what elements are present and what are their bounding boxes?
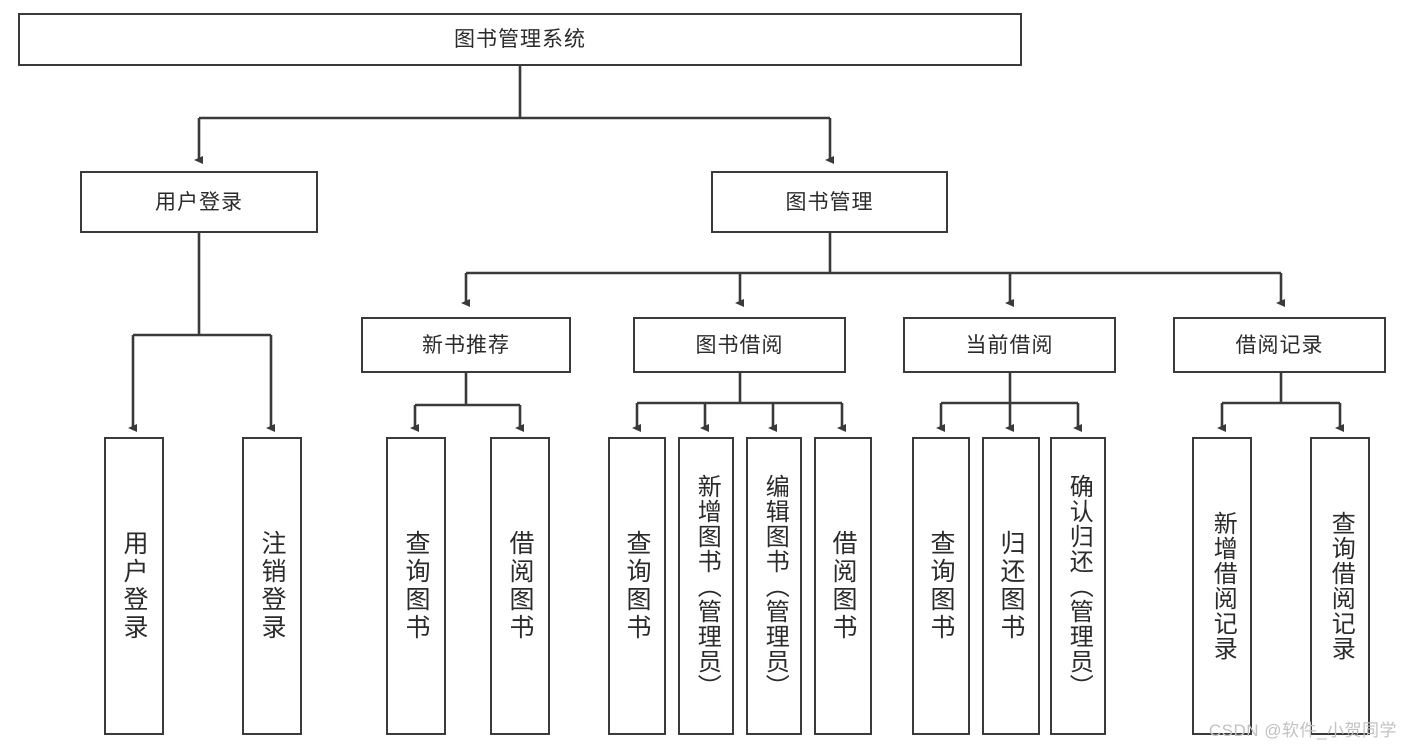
node-book-borrow-label: 图书借阅 xyxy=(695,333,784,357)
leaf-add-book-label: 新增图书（管理员） xyxy=(693,473,721,699)
node-borrow-record[interactable]: 借阅记录 xyxy=(1173,317,1386,373)
node-new-book-recommend-label: 新书推荐 xyxy=(422,333,510,357)
leaf-borrow-book-2-label: 借阅图书 xyxy=(829,530,857,642)
node-borrow-record-label: 借阅记录 xyxy=(1235,333,1324,357)
leaf-query-book-2[interactable]: 查询图书 xyxy=(608,437,666,735)
leaf-add-record-label: 新增借阅记录 xyxy=(1209,511,1237,661)
node-user-login-label: 用户登录 xyxy=(155,190,243,214)
leaf-user-login-label: 用户登录 xyxy=(120,530,148,642)
leaf-borrow-book-1[interactable]: 借阅图书 xyxy=(490,437,550,735)
node-user-login[interactable]: 用户登录 xyxy=(80,171,318,233)
leaf-query-book-2-label: 查询图书 xyxy=(623,530,651,642)
node-book-manage-label: 图书管理 xyxy=(785,190,874,214)
leaf-query-record[interactable]: 查询借阅记录 xyxy=(1310,437,1370,735)
leaf-logout-login[interactable]: 注销登录 xyxy=(242,437,302,735)
leaf-edit-book-label: 编辑图书（管理员） xyxy=(761,473,789,699)
leaf-return-book-label: 归还图书 xyxy=(997,530,1025,642)
leaf-query-book-1-label: 查询图书 xyxy=(402,530,430,642)
node-root[interactable]: 图书管理系统 xyxy=(18,13,1022,66)
leaf-logout-login-label: 注销登录 xyxy=(258,530,286,642)
leaf-add-book[interactable]: 新增图书（管理员） xyxy=(678,437,734,735)
node-book-manage[interactable]: 图书管理 xyxy=(711,171,948,233)
leaf-borrow-book-1-label: 借阅图书 xyxy=(506,530,534,642)
leaf-query-book-3[interactable]: 查询图书 xyxy=(912,437,970,735)
node-book-borrow[interactable]: 图书借阅 xyxy=(633,317,846,373)
leaf-edit-book[interactable]: 编辑图书（管理员） xyxy=(746,437,802,735)
leaf-query-book-1[interactable]: 查询图书 xyxy=(386,437,446,735)
leaf-return-book[interactable]: 归还图书 xyxy=(982,437,1040,735)
leaf-query-book-3-label: 查询图书 xyxy=(927,530,955,642)
leaf-confirm-return-label: 确认归还（管理员） xyxy=(1065,473,1093,699)
leaf-user-login[interactable]: 用户登录 xyxy=(104,437,164,735)
node-new-book-recommend[interactable]: 新书推荐 xyxy=(361,317,571,373)
leaf-query-record-label: 查询借阅记录 xyxy=(1327,511,1355,661)
leaf-confirm-return[interactable]: 确认归还（管理员） xyxy=(1050,437,1106,735)
node-root-label: 图书管理系统 xyxy=(454,28,586,51)
leaf-add-record[interactable]: 新增借阅记录 xyxy=(1192,437,1252,735)
leaf-borrow-book-2[interactable]: 借阅图书 xyxy=(814,437,872,735)
node-current-borrow-label: 当前借阅 xyxy=(965,333,1054,357)
node-current-borrow[interactable]: 当前借阅 xyxy=(903,317,1116,373)
csdn-watermark: CSDN @软件_小贺同学 xyxy=(1208,721,1397,740)
